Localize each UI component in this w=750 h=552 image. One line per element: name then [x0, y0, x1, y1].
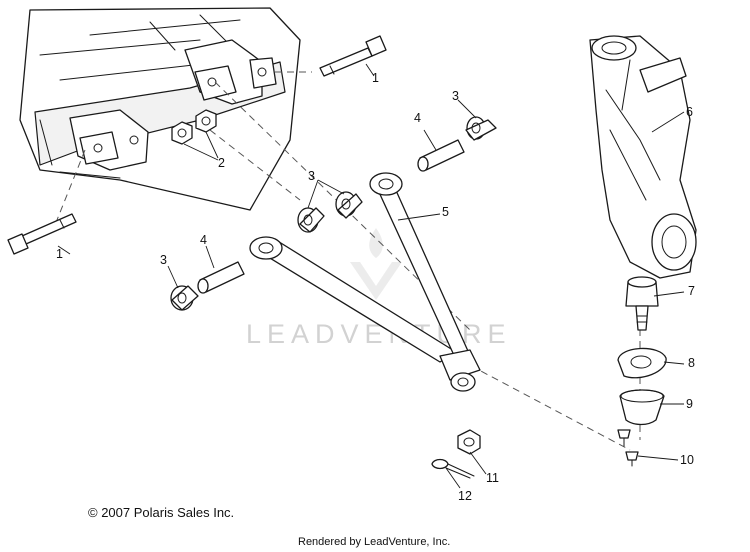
ball-joint: [625, 276, 659, 331]
cotter-pin: [431, 458, 475, 479]
watermark-logo-icon: [350, 228, 402, 300]
callout-4-top: 4: [414, 111, 421, 125]
rendered-by-credit: Rendered by LeadVenture, Inc.: [298, 536, 451, 548]
callout-4-mid: 4: [200, 233, 207, 247]
callout-5: 5: [442, 205, 449, 219]
sleeve-left: [197, 261, 245, 294]
bolt-bottom: [7, 213, 77, 255]
callout-3-mid: 3: [308, 169, 315, 183]
a-arm: [249, 172, 481, 392]
callout-12: 12: [458, 489, 472, 503]
steering-knuckle: [589, 35, 697, 279]
bushing-top-right: [465, 116, 497, 141]
sleeve-top: [417, 139, 465, 172]
screws: [617, 429, 639, 467]
leader-lines: [57, 63, 685, 489]
boot: [619, 389, 665, 426]
callout-9: 9: [686, 397, 693, 411]
nut-pair: [171, 109, 217, 145]
bushing-mid-right: [335, 191, 363, 219]
callout-7: 7: [688, 284, 695, 298]
callout-10: 10: [680, 453, 694, 467]
frame-section: [19, 7, 301, 211]
callout-3-left: 3: [160, 253, 167, 267]
callout-3-top: 3: [452, 89, 459, 103]
callout-11: 11: [486, 471, 499, 485]
bushing-mid-left: [297, 207, 325, 233]
callout-2: 2: [218, 156, 225, 170]
retainer-plate: [617, 347, 667, 379]
castle-nut: [457, 429, 481, 455]
callout-6: 6: [686, 105, 693, 119]
callout-1-bottom: 1: [56, 247, 63, 261]
copyright-notice: © 2007 Polaris Sales Inc.: [88, 505, 235, 520]
callouts: 1 1 2 3 3 3 4 4 5 6 7 8 9 10 11 12: [56, 71, 695, 503]
callout-1-top: 1: [372, 71, 379, 85]
bushing-left: [170, 285, 199, 311]
bolt-top: [319, 35, 387, 77]
callout-8: 8: [688, 356, 695, 370]
